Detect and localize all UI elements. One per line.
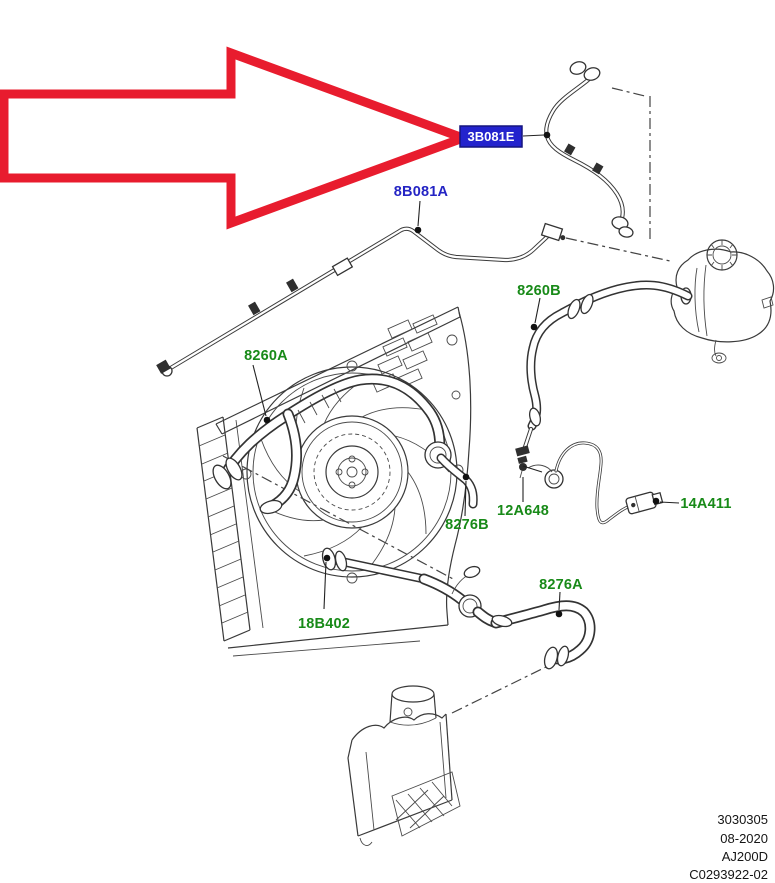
footer-line-2: 08-2020: [720, 831, 768, 846]
footer-line-3: AJ200D: [722, 849, 768, 864]
hose-18B402-wye: [321, 547, 500, 628]
arrow-shape: [0, 46, 477, 230]
part-label-14A411[interactable]: 14A411: [680, 496, 731, 512]
part-label-3B081E-selected[interactable]: 3B081E: [468, 129, 515, 144]
footer-line-4: C0293922-02: [689, 867, 768, 882]
sensor-12A648: [515, 426, 534, 479]
expansion-tank: [670, 239, 775, 364]
tube-3B081E: [544, 61, 634, 238]
part-label-12A648[interactable]: 12A648: [497, 503, 549, 519]
wiring-14A411: [527, 441, 664, 525]
radiator-fan-assembly: [196, 306, 472, 657]
red-callout-arrow: [0, 46, 477, 230]
part-label-18B402[interactable]: 18B402: [298, 616, 350, 632]
footer-line-1: 3030305: [717, 812, 768, 827]
reference-dash-lines: [222, 87, 671, 714]
hose-8260A: [212, 373, 452, 515]
footer-revision: 3030305 08-2020 AJ200D C0293922-02: [689, 812, 768, 882]
hose-8276A: [490, 600, 596, 670]
part-labels: 8B081A 8260B 8260A 8276B 12A648 14A411 1…: [244, 184, 731, 632]
hose-8260B: [526, 280, 693, 431]
leader-lines: [252, 200, 680, 618]
part-label-8260A[interactable]: 8260A: [244, 348, 288, 364]
highlight-box[interactable]: [459, 125, 523, 148]
highlighted-part-callout[interactable]: 3B081E: [459, 125, 551, 148]
part-label-8276A[interactable]: 8276A: [539, 577, 583, 593]
part-label-8B081A[interactable]: 8B081A: [394, 184, 449, 200]
charge-air-cooler: [347, 685, 461, 846]
tube-8B081A: [156, 222, 566, 377]
part-label-8276B[interactable]: 8276B: [445, 517, 489, 533]
part-label-8260B[interactable]: 8260B: [517, 283, 561, 299]
